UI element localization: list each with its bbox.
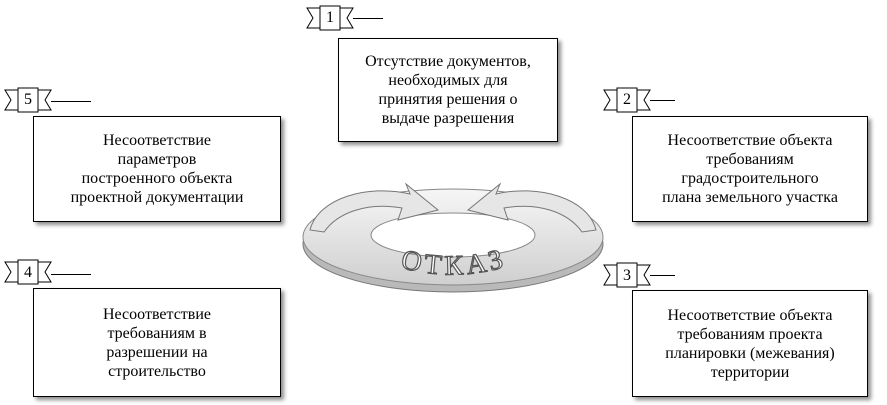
ribbon-badge-icon bbox=[603, 87, 651, 113]
ribbon-badge-icon bbox=[306, 5, 354, 31]
refusal-cycle-graphic: ОТКАЗ bbox=[302, 182, 604, 293]
reason-card-3: Несоответствие объекта требованиям проек… bbox=[632, 290, 868, 397]
ribbon-badge-icon bbox=[4, 87, 52, 113]
badge-number-5: 5 bbox=[24, 91, 32, 108]
reason-card-4: Несоответствие требованиям в разрешении … bbox=[33, 288, 281, 397]
reason-card-5: Несоответствие параметров построенного о… bbox=[33, 116, 281, 222]
leader-line-3 bbox=[650, 275, 675, 276]
leader-line-2 bbox=[650, 100, 675, 101]
reason-text-4: Несоответствие требованиям в разрешении … bbox=[103, 305, 211, 380]
reason-card-2: Несоответствие объекта требованиям градо… bbox=[632, 116, 868, 222]
reason-card-1: Отсутствие документов, необходимых для п… bbox=[338, 38, 558, 142]
leader-line-1 bbox=[353, 18, 383, 19]
badge-number-1: 1 bbox=[326, 9, 334, 26]
leader-line-4 bbox=[51, 274, 91, 275]
ribbon-badge-icon bbox=[603, 262, 651, 288]
leader-line-5 bbox=[51, 101, 91, 102]
badge-number-2: 2 bbox=[623, 91, 631, 108]
reason-text-1: Отсутствие документов, необходимых для п… bbox=[365, 53, 531, 127]
badge-number-4: 4 bbox=[24, 264, 32, 281]
badge-number-3: 3 bbox=[623, 267, 631, 284]
ribbon-badge-icon bbox=[4, 259, 52, 285]
reason-text-3: Несоответствие объекта требованиям проек… bbox=[665, 306, 835, 381]
reason-text-2: Несоответствие объекта требованиям градо… bbox=[662, 132, 838, 206]
reason-text-5: Несоответствие параметров построенного о… bbox=[70, 132, 244, 206]
